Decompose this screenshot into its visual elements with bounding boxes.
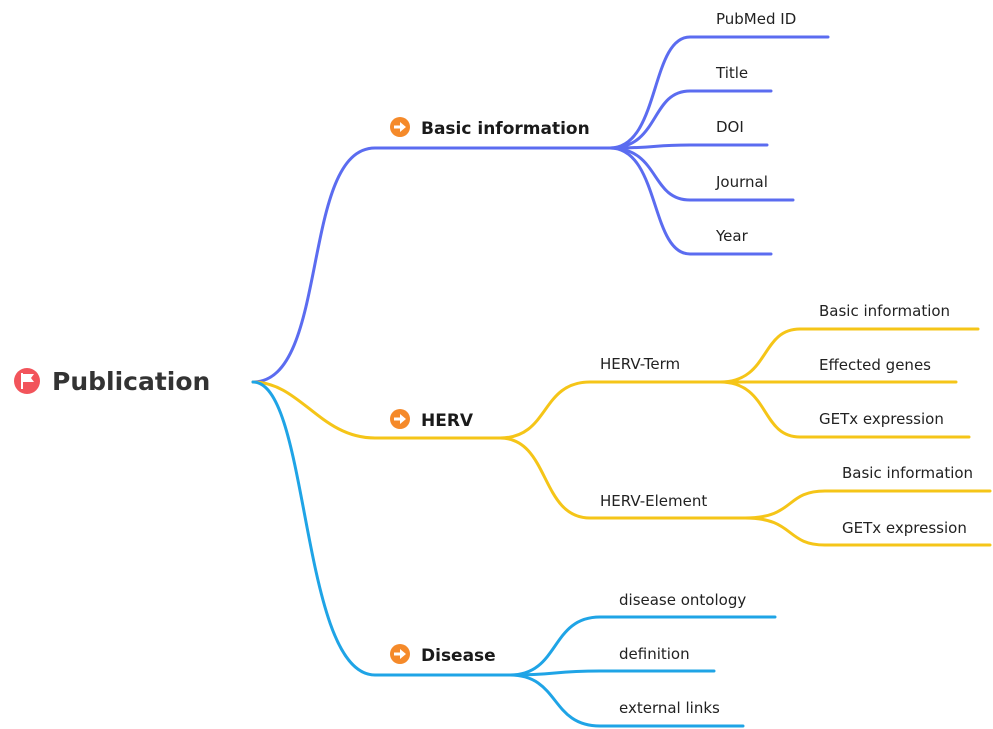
edge-basic-year [608, 146, 773, 256]
sub-herv-term[interactable]: HERV-Term [600, 355, 680, 373]
sub-herv-element[interactable]: HERV-Element [600, 492, 707, 510]
edge-term-getx [718, 380, 971, 439]
leaf-element-getx-expression[interactable]: GETx expression [842, 519, 967, 537]
edge-basic-title [608, 89, 773, 150]
leaf-external-links[interactable]: external links [619, 699, 720, 717]
edge-root-disease [251, 380, 512, 677]
branch-disease[interactable]: Disease [390, 644, 496, 666]
leaf-title[interactable]: Title [715, 64, 748, 82]
edge-element-getx [743, 516, 992, 547]
edge-term-basic [718, 327, 980, 384]
arrow-right-icon [390, 117, 410, 137]
branch-basic-information[interactable]: Basic information [390, 117, 590, 139]
edge-basic-pubmed [608, 35, 830, 150]
flag-icon [14, 368, 40, 394]
arrow-right-icon [390, 409, 410, 429]
edge-disease-ontology [508, 615, 777, 677]
leaf-definition[interactable]: definition [619, 645, 690, 663]
edge-disease-definition [508, 669, 716, 677]
leaf-year[interactable]: Year [715, 227, 749, 245]
edge-basic-journal [608, 146, 795, 202]
leaf-term-getx-expression[interactable]: GETx expression [819, 410, 944, 428]
leaf-element-basic-information[interactable]: Basic information [842, 464, 973, 482]
leaf-disease-ontology[interactable]: disease ontology [619, 591, 746, 609]
branch-label: Disease [421, 646, 496, 666]
root-label: Publication [52, 367, 210, 396]
leaf-term-basic-information[interactable]: Basic information [819, 302, 950, 320]
leaf-term-effected-genes[interactable]: Effected genes [819, 356, 931, 374]
branch-label: Basic information [421, 119, 590, 139]
edge-herv-element [498, 436, 747, 520]
edge-root-herv [251, 380, 502, 440]
edge-basic-doi [608, 143, 769, 150]
edge-herv-term [498, 380, 722, 440]
arrow-right-icon [390, 644, 410, 664]
edge-element-basic [743, 489, 992, 520]
root-node[interactable]: Publication [14, 367, 210, 396]
leaf-journal[interactable]: Journal [715, 173, 768, 191]
branch-herv[interactable]: HERV [390, 409, 474, 431]
branch-label: HERV [421, 411, 474, 431]
leaf-doi[interactable]: DOI [716, 118, 744, 136]
leaf-pubmed-id[interactable]: PubMed ID [716, 10, 796, 28]
edge-root-basic [251, 146, 612, 384]
edge-disease-links [508, 673, 745, 728]
